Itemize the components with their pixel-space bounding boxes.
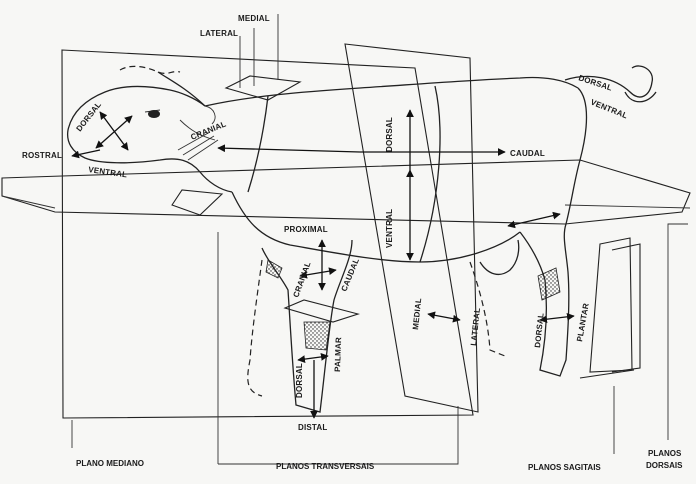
label-ventral-body: VENTRAL: [385, 209, 394, 248]
label-dorsal-head: DORSAL: [74, 100, 103, 133]
cow-head: [66, 85, 233, 193]
sagittal-plate: [589, 237, 633, 373]
label-medial-mid: MEDIAL: [411, 298, 423, 331]
label-dorsal-foreleg: DORSAL: [295, 363, 304, 398]
label-plantar: PLANTAR: [575, 302, 591, 342]
cow-rump: [565, 87, 588, 225]
cow-topline: [204, 76, 579, 107]
cow-belly: [231, 191, 521, 263]
cow-hindleg: [519, 223, 570, 377]
label-distal: DISTAL: [298, 423, 328, 432]
caption-planos-sagitais: PLANOS SAGITAIS: [528, 463, 601, 472]
label-dorsal-body: DORSAL: [385, 117, 394, 152]
caption-planos-transversais: PLANOS TRANSVERSAIS: [276, 462, 375, 471]
label-lateral-top: LATERAL: [200, 29, 238, 38]
label-ventral-tail: VENTRAL: [589, 98, 629, 121]
label-dorsal-hindleg: DORSAL: [533, 312, 546, 348]
label-medial-top: MEDIAL: [238, 14, 270, 23]
label-lateral-mid: LATERAL: [469, 307, 482, 346]
label-caudal: CAUDAL: [510, 149, 545, 158]
sagittal-plane: [224, 75, 302, 101]
caption-planos-dorsais-line1: PLANOS: [648, 449, 682, 458]
label-cranial: CRANIAL: [189, 119, 227, 141]
transverse-plane-body: [344, 43, 479, 413]
cow-udder: [479, 239, 520, 276]
median-plane: [61, 49, 474, 419]
dorsal-plane: [1, 159, 691, 225]
cow-foreleg: [261, 239, 353, 413]
label-palmar: PALMAR: [333, 337, 343, 372]
label-ventral-head: VENTRAL: [88, 165, 128, 179]
caption-plano-mediano: PLANO MEDIANO: [76, 459, 144, 468]
transverse-plane-foreleg: [283, 299, 360, 323]
label-rostral: ROSTRAL: [22, 151, 62, 160]
cow-tail: [564, 65, 653, 98]
caption-planos-dorsais-line2: DORSAIS: [646, 461, 683, 470]
label-cranial-leg: CRANIAL: [291, 260, 312, 298]
label-proximal: PROXIMAL: [284, 225, 328, 234]
